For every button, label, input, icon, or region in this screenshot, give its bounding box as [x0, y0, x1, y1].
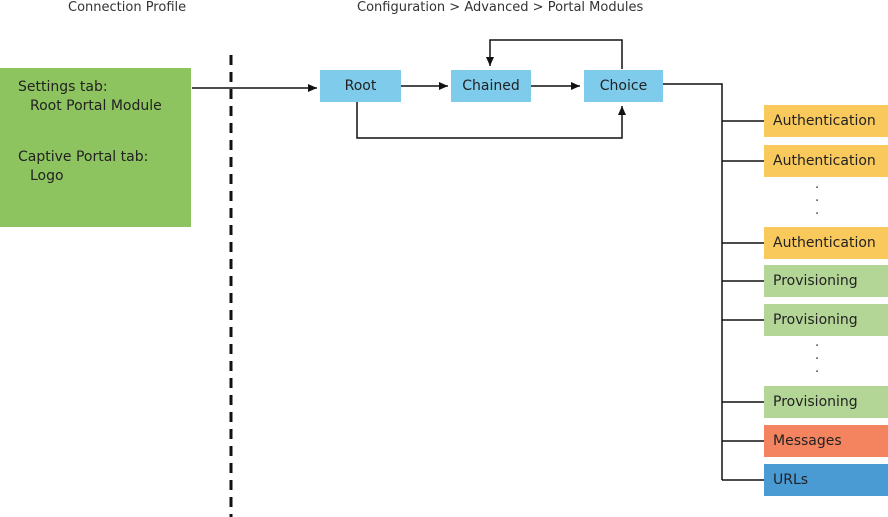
choice-node: Choice — [584, 70, 663, 102]
connection-profile-header: Connection Profile — [68, 0, 187, 15]
settings-tab-value: Root Portal Module — [30, 98, 162, 114]
module-urls: URLs — [764, 464, 888, 496]
captive-portal-tab-value: Logo — [30, 168, 64, 184]
portal-modules-breadcrumb: Configuration > Advanced > Portal Module… — [357, 0, 644, 15]
choice-trunk-line — [663, 83, 723, 480]
ellipsis-provisioning: ... — [815, 335, 820, 376]
chained-node: Chained — [451, 70, 531, 102]
module-authentication-1: Authentication — [764, 105, 888, 137]
root-node: Root — [320, 70, 401, 102]
module-provisioning-1: Provisioning — [764, 265, 888, 297]
captive-portal-tab-label: Captive Portal tab: — [18, 149, 149, 165]
module-provisioning-2: Provisioning — [764, 304, 888, 336]
connection-profile-box: Settings tab: Root Portal Module Captive… — [0, 68, 191, 227]
choice-to-chained-loop-arrow — [486, 39, 623, 69]
module-provisioning-3: Provisioning — [764, 386, 888, 418]
settings-tab-label: Settings tab: — [18, 79, 108, 95]
ellipsis-authentication: ... — [815, 177, 820, 218]
module-authentication-3: Authentication — [764, 227, 888, 259]
module-authentication-2: Authentication — [764, 145, 888, 177]
root-to-choice-arrow — [356, 102, 626, 139]
module-messages: Messages — [764, 425, 888, 457]
